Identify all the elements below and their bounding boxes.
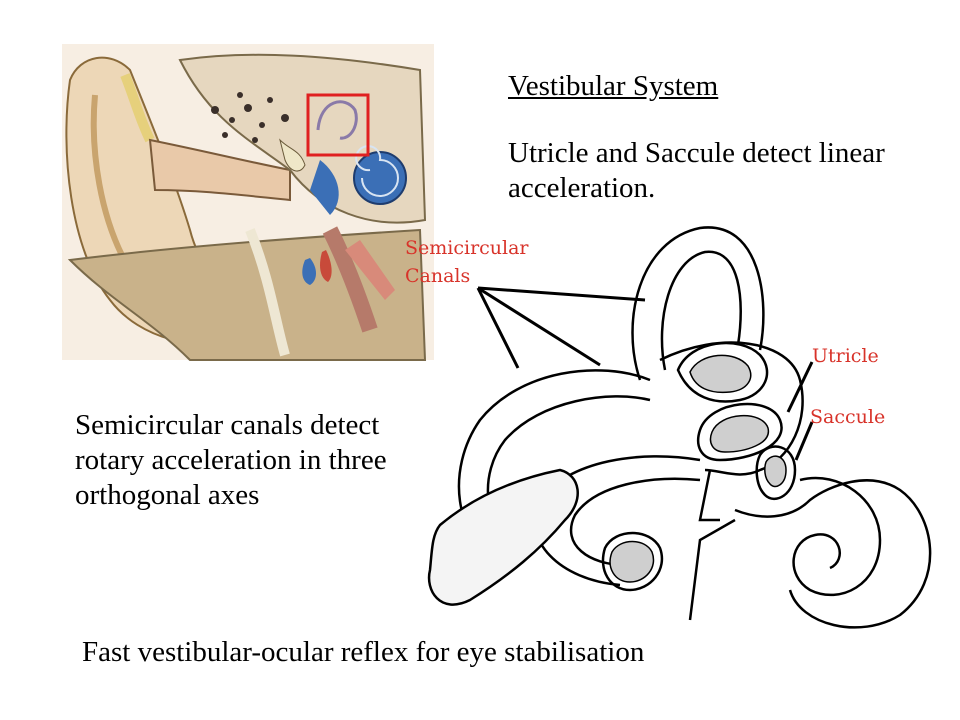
saccule-label: Saccule <box>810 406 886 428</box>
leader-line-saccule <box>794 421 814 461</box>
utricle-label: Utricle <box>812 345 879 367</box>
utricle-saccule-text: Utricle and Saccule detect linear accele… <box>508 137 885 204</box>
leader-line-2 <box>476 287 520 369</box>
outer-ear-drawing <box>62 44 434 361</box>
semicircular-canals-label: Semicircular Canals <box>405 234 529 290</box>
leader-line-1 <box>477 286 646 302</box>
semicircular-canals-text: Semicircular canals detect rotary accele… <box>75 409 387 511</box>
leader-line-utricle <box>786 361 814 413</box>
semicircular-label-line2: Canals <box>405 265 471 287</box>
slide-title: Vestibular System <box>508 70 719 102</box>
leader-line-3 <box>477 286 601 367</box>
endolymphatic-sac <box>427 468 579 606</box>
reflex-text: Fast vestibular-ocular reflex for eye st… <box>82 636 645 668</box>
semicircular-label-line1: Semicircular <box>405 237 529 259</box>
highlight-box <box>306 93 370 157</box>
